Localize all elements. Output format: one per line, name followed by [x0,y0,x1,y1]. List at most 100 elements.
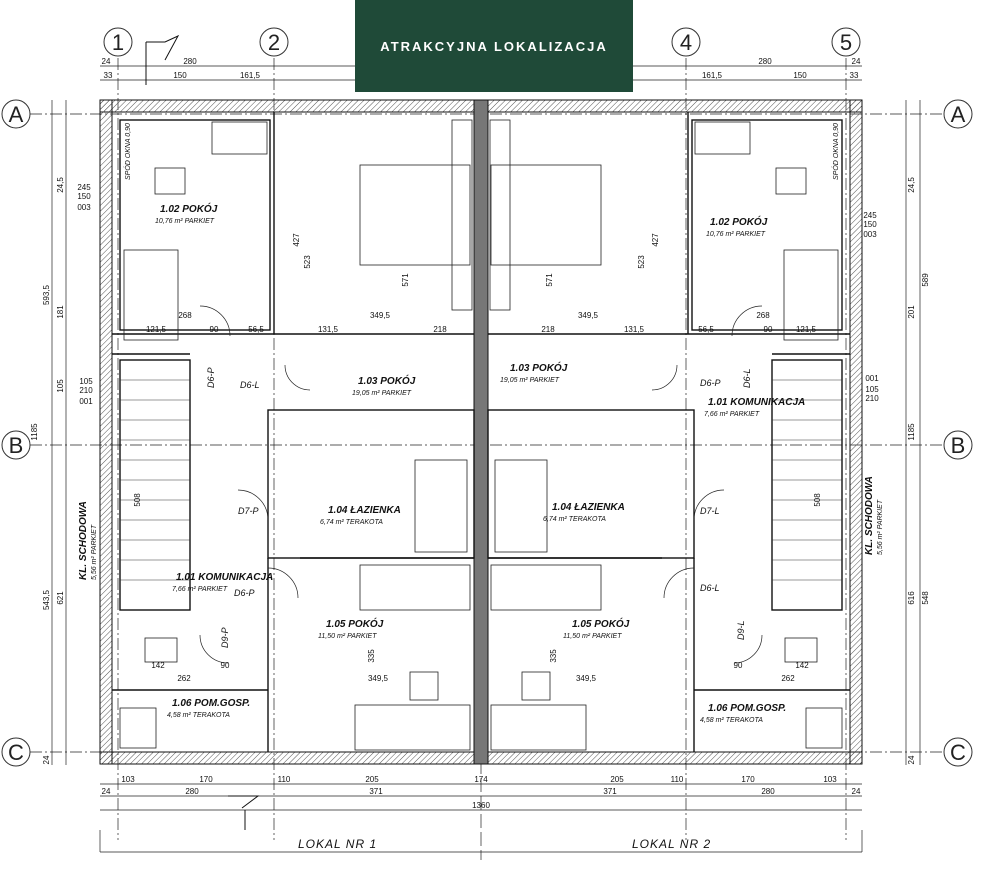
inner-dim-22: 349,5 [368,674,389,683]
bottom-dim2-3: 371 [603,787,617,796]
room-label-1.04-right: 1.04 ŁAZIENKA 6,74 m² TERAKOTA [543,502,625,523]
banner-text: ATRAKCYJNA LOKALIZACJA [380,38,608,54]
inner-dim-28: 142 [151,661,165,670]
svg-text:6,74 m² TERAKOTA: 6,74 m² TERAKOTA [320,519,383,526]
room-label-1.03-left: 1.03 POKÓJ 19,05 m² PARKIET [352,374,416,397]
svg-text:1.02 POKÓJ: 1.02 POKÓJ [710,215,768,228]
top-dim-280-right: 280 [758,57,772,66]
svg-text:4,58 m² TERAKOTA: 4,58 m² TERAKOTA [167,712,230,719]
door-d6l-3: D6-L [700,583,720,593]
inner-dim-18: 523 [637,255,646,269]
door-d6p-2: D6-P [700,378,721,388]
inner-dim-43: 001 [865,374,879,383]
bottom-dim2-5: 24 [852,787,861,796]
inner-dim-40: 001 [79,397,93,406]
bottom-dim2-1: 280 [185,787,199,796]
entrance-arrow-top-icon [145,34,180,85]
inner-dim-17: 571 [545,273,554,287]
inner-dim-32: 245 [77,183,91,192]
inner-dim-7: 90 [764,325,773,334]
inner-dim-23: 349,5 [576,674,597,683]
inner-dim-15: 523 [303,255,312,269]
door-d6l-1: D6-L [240,380,260,390]
window-label-left: SPÓD OKNA 0,90 [123,123,132,180]
right-dim-4: 548 [921,591,930,605]
room-label-1.01-left: 1.01 KOMUNIKACJA 7,66 m² PARKIET [172,572,273,593]
room-label-1.01-right: 1.01 KOMUNIKACJA 7,66 m² PARKIET [704,397,805,418]
room-label-1.04-left: 1.04 ŁAZIENKA 6,74 m² TERAKOTA [320,505,401,526]
svg-text:1.01 KOMUNIKACJA: 1.01 KOMUNIKACJA [708,397,805,408]
svg-text:1.06 POM.GOSP.: 1.06 POM.GOSP. [708,703,786,714]
svg-text:1.03 POKÓJ: 1.03 POKÓJ [358,374,416,387]
inner-dim-20: 335 [367,649,376,663]
bottom-dim2-4: 280 [761,787,775,796]
left-dim-1: 24,5 [56,177,65,193]
right-dim-3: 1185 [907,423,916,441]
svg-text:11,50 m² PARKIET: 11,50 m² PARKIET [563,633,622,640]
window-label-right: SPÓD OKNA 0,90 [831,123,840,180]
left-dim-7: 24 [42,755,51,764]
svg-text:1.05 POKÓJ: 1.05 POKÓJ [326,617,384,630]
room-label-1.05-right: 1.05 POKÓJ 11,50 m² PARKIET [563,617,630,640]
svg-text:4,58 m² TERAKOTA: 4,58 m² TERAKOTA [700,717,763,724]
axis-col-1: 1 [112,30,124,55]
top-dim-24-right: 24 [852,57,861,66]
left-dim-4: 1185 [30,423,39,441]
top-dim-161-left: 161,5 [240,71,261,80]
inner-dim-12: 56,5 [248,325,264,334]
inner-dim-36: 150 [863,220,877,229]
svg-text:19,05 m² PARKIET: 19,05 m² PARKIET [352,390,412,397]
right-dim-6: 24 [907,755,916,764]
inner-dim-10: 268 [178,311,192,320]
room-label-1.06-right: 1.06 POM.GOSP. 4,58 m² TERAKOTA [700,703,786,724]
room-label-1.02-right: 1.02 POKÓJ 10,76 m² PARKIET [706,215,768,238]
svg-text:KL. SCHODOWA: KL. SCHODOWA [864,476,875,555]
inner-dim-41: 105 [865,385,879,394]
axis-row-a-left: A [9,102,24,127]
inner-dim-24: 90 [221,661,230,670]
lokal-2-label: LOKAL NR 2 [632,837,711,851]
left-dim-5: 543,5 [42,589,51,610]
inner-dim-16: 571 [401,273,410,287]
inner-dim-30: 508 [133,493,142,507]
inner-dim-38: 105 [79,377,93,386]
top-dim-280-left: 280 [183,57,197,66]
entrance-arrow-bottom-icon [228,795,260,830]
door-d6l-2: D6-L [742,368,752,388]
door-d7p: D7-P [238,506,259,516]
axis-row-b-right: B [951,433,966,458]
svg-text:5,56 m² PARKIET: 5,56 m² PARKIET [877,499,884,555]
svg-text:1.04 ŁAZIENKA: 1.04 ŁAZIENKA [552,502,625,513]
axis-row-c-left: C [8,740,24,765]
inner-dim-14: 427 [292,233,301,247]
svg-text:1.05 POKÓJ: 1.05 POKÓJ [572,617,630,630]
svg-text:1.01 KOMUNIKACJA: 1.01 KOMUNIKACJA [176,572,273,583]
inner-dim-3: 349,5 [578,311,599,320]
lokal-1-label: LOKAL NR 1 [298,837,377,851]
inner-dim-37: 003 [863,230,877,239]
inner-dim-19: 427 [651,233,660,247]
axis-row-a-right: A [951,102,966,127]
inner-dim-34: 003 [77,203,91,212]
inner-dim-6: 90 [210,325,219,334]
stair-label-left: KL. SCHODOWA 5,56 m² PARKIET [78,501,98,580]
inner-dim-26: 262 [177,674,191,683]
inner-dim-1: 218 [433,325,447,334]
bottom-dim-3: 205 [365,775,379,784]
bottom-dim-1: 170 [199,775,213,784]
inner-dim-29: 142 [795,661,809,670]
svg-text:1.06 POM.GOSP.: 1.06 POM.GOSP. [172,698,250,709]
left-dim-3: 105 [56,379,65,393]
inner-dim-4: 131,5 [318,325,339,334]
top-dim-150-left: 150 [173,71,187,80]
door-d6p-1: D6-P [206,367,216,388]
top-dim-33-right: 33 [850,71,859,80]
stair-label-right: KL. SCHODOWA 5,56 m² PARKIET [864,476,884,555]
room-label-1.05-left: 1.05 POKÓJ 11,50 m² PARKIET [318,617,384,640]
inner-dim-21: 335 [549,649,558,663]
bottom-dim2-2: 371 [369,787,383,796]
inner-dim-8: 121,5 [146,325,167,334]
inner-dim-25: 90 [734,661,743,670]
room-label-1.02-left: 1.02 POKÓJ 10,76 m² PARKIET [155,202,218,225]
